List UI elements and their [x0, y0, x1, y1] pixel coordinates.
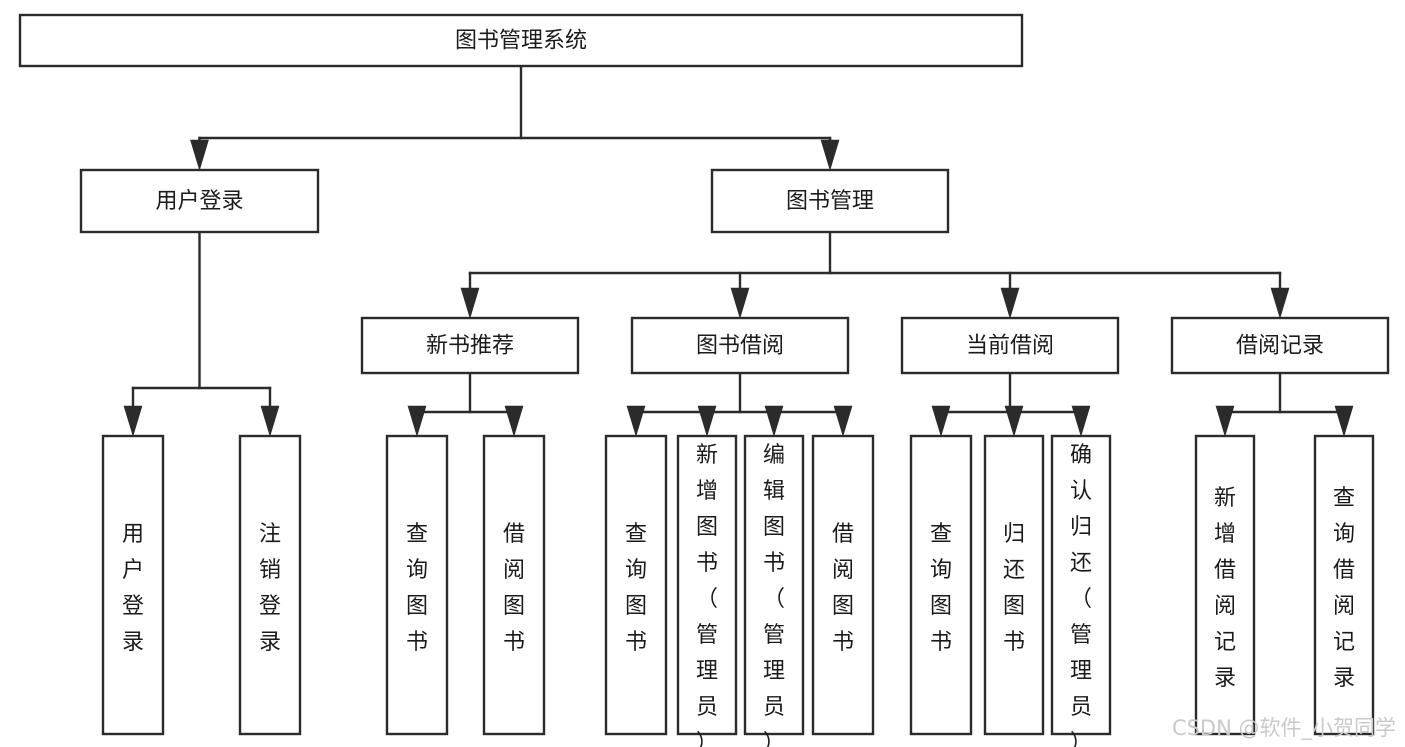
node-box-leaf-query-book-recommend: [385, 434, 449, 736]
connectors-layer: [123, 64, 1354, 438]
node-leaf-query-book-current[interactable]: 查询图书: [909, 434, 973, 736]
node-borrow-records[interactable]: 借阅记录: [1170, 316, 1390, 375]
connector-arrowhead-leaf-add-borrow-record: [1215, 405, 1235, 438]
node-new-book-recommend[interactable]: 新书推荐: [360, 316, 580, 375]
connector-arrowhead-book-management: [820, 139, 840, 172]
node-label-root: 图书管理系统: [455, 29, 587, 54]
connector-arrowhead-leaf-borrow-book: [833, 405, 853, 438]
node-leaf-user-login[interactable]: 用户登录: [101, 434, 165, 736]
node-label-leaf-borrow-book: 借阅图书: [832, 522, 854, 655]
node-box-leaf-add-book-admin: [676, 434, 738, 736]
connector-arrowhead-borrow-records: [1270, 287, 1290, 320]
connector-arrowhead-book-borrow: [730, 287, 750, 320]
connector-arrowhead-current-borrow: [1000, 287, 1020, 320]
node-label-leaf-confirm-return-admin: 确认归还（管理员）: [1070, 443, 1092, 747]
node-box-leaf-borrow-book-recommend: [482, 434, 546, 736]
node-box-leaf-user-login: [101, 434, 165, 736]
node-leaf-confirm-return-admin[interactable]: 确认归还（管理员）: [1050, 434, 1112, 747]
connector-arrowhead-leaf-borrow-book-recommend: [504, 405, 524, 438]
connector-arrowhead-leaf-return-book: [1004, 405, 1024, 438]
node-box-leaf-add-borrow-record: [1194, 434, 1256, 736]
node-label-user-login: 用户登录: [155, 189, 243, 214]
node-box-leaf-confirm-return-admin: [1050, 434, 1112, 736]
connector-arrowhead-leaf-query-book-borrow: [626, 405, 646, 438]
node-leaf-return-book[interactable]: 归还图书: [983, 434, 1045, 736]
nodes-layer: 图书管理系统用户登录图书管理新书推荐图书借阅当前借阅借阅记录用户登录注销登录查询…: [18, 13, 1390, 747]
node-box-book-management: [710, 168, 950, 234]
node-label-leaf-user-logout: 注销登录: [259, 522, 281, 655]
connector-arrowhead-user-login: [190, 139, 209, 172]
connector-arrowhead-leaf-user-logout: [260, 405, 280, 438]
node-book-management[interactable]: 图书管理: [710, 168, 950, 234]
node-box-leaf-borrow-book: [811, 434, 875, 736]
node-box-new-book-recommend: [360, 316, 580, 375]
node-label-leaf-return-book: 归还图书: [1003, 522, 1025, 655]
node-label-book-borrow: 图书借阅: [696, 334, 784, 359]
node-box-leaf-query-borrow-record: [1313, 434, 1375, 736]
connector-arrowhead-leaf-query-book-current: [931, 405, 951, 438]
node-leaf-add-borrow-record[interactable]: 新增借阅记录: [1194, 434, 1256, 736]
node-box-leaf-query-book-current: [909, 434, 973, 736]
node-current-borrow[interactable]: 当前借阅: [900, 316, 1120, 375]
connector-arrowhead-leaf-user-login: [123, 405, 143, 438]
node-box-book-borrow: [630, 316, 850, 375]
node-leaf-query-book-recommend[interactable]: 查询图书: [385, 434, 449, 736]
node-box-leaf-query-book-borrow: [604, 434, 668, 736]
node-leaf-borrow-book[interactable]: 借阅图书: [811, 434, 875, 736]
connector-arrowhead-leaf-query-book-recommend: [407, 405, 427, 438]
node-box-leaf-return-book: [983, 434, 1045, 736]
csdn-watermark: CSDN @软件_小贺同学: [1172, 716, 1396, 741]
node-leaf-add-book-admin[interactable]: 新增图书（管理员）: [676, 434, 738, 747]
node-label-leaf-user-login: 用户登录: [122, 522, 144, 655]
node-label-borrow-records: 借阅记录: [1236, 334, 1324, 359]
node-root[interactable]: 图书管理系统: [18, 13, 1024, 68]
node-label-leaf-query-book-borrow: 查询图书: [625, 522, 647, 655]
node-leaf-query-borrow-record[interactable]: 查询借阅记录: [1313, 434, 1375, 736]
node-leaf-query-book-borrow[interactable]: 查询图书: [604, 434, 668, 736]
connector-arrowhead-leaf-query-borrow-record: [1334, 405, 1354, 438]
node-box-borrow-records: [1170, 316, 1390, 375]
node-label-leaf-add-borrow-record: 新增借阅记录: [1214, 486, 1236, 691]
node-label-leaf-borrow-book-recommend: 借阅图书: [503, 522, 525, 655]
node-box-root: [18, 13, 1024, 68]
node-box-leaf-edit-book-admin: [743, 434, 805, 736]
node-label-new-book-recommend: 新书推荐: [426, 334, 514, 359]
node-label-leaf-edit-book-admin: 编辑图书（管理员）: [763, 443, 785, 747]
connector-arrowhead-leaf-add-book-admin: [697, 405, 717, 438]
node-label-leaf-query-book-recommend: 查询图书: [406, 522, 428, 655]
connector-arrowhead-new-book-recommend: [460, 287, 480, 320]
node-label-book-management: 图书管理: [786, 189, 874, 214]
node-box-leaf-user-logout: [238, 434, 302, 736]
node-leaf-edit-book-admin[interactable]: 编辑图书（管理员）: [743, 434, 805, 747]
node-user-login[interactable]: 用户登录: [79, 168, 320, 234]
connector-arrowhead-leaf-confirm-return-admin: [1071, 405, 1091, 438]
node-leaf-user-logout[interactable]: 注销登录: [238, 434, 302, 736]
node-book-borrow[interactable]: 图书借阅: [630, 316, 850, 375]
node-label-current-borrow: 当前借阅: [966, 334, 1054, 359]
node-label-leaf-query-borrow-record: 查询借阅记录: [1333, 486, 1355, 691]
node-box-user-login: [79, 168, 320, 234]
node-leaf-borrow-book-recommend[interactable]: 借阅图书: [482, 434, 546, 736]
node-label-leaf-add-book-admin: 新增图书（管理员）: [696, 443, 718, 747]
node-label-leaf-query-book-current: 查询图书: [930, 522, 952, 655]
connector-arrowhead-leaf-edit-book-admin: [764, 405, 784, 438]
node-box-current-borrow: [900, 316, 1120, 375]
